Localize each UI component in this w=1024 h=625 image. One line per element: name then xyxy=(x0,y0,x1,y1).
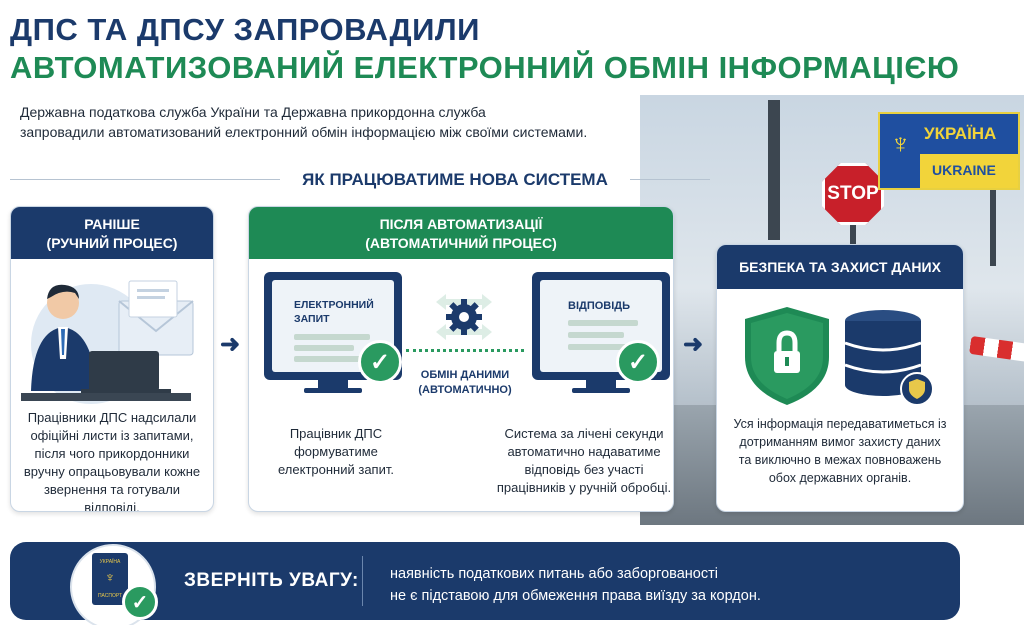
arrow-right-icon: ➜ xyxy=(683,331,704,358)
request-label: ЕЛЕКТРОННИЙ ЗАПИТ xyxy=(294,299,374,325)
after-card-header: ПІСЛЯ АВТОМАТИЗАЦІЇ (АВТОМАТИЧНИЙ ПРОЦЕС… xyxy=(249,207,673,259)
intro-text: Державна податкова служба України та Дер… xyxy=(20,104,588,140)
passport-icon: УКРАЇНА ♆ ПАСПОРТ xyxy=(92,553,128,605)
security-title: БЕЗПЕКА ТА ЗАХИСТ ДАНИХ xyxy=(739,259,941,275)
before-card: РАНІШЕ (РУЧНИЙ ПРОЦЕС) Працівники ДПС на… xyxy=(10,206,214,512)
notice-label: ЗВЕРНІТЬ УВАГУ: xyxy=(184,570,359,591)
before-text: Працівники ДПС надсилали офіційні листи … xyxy=(23,410,201,512)
notice-divider xyxy=(362,556,363,606)
request-text: Працівник ДПС формуватиме електронний за… xyxy=(278,426,394,477)
security-text: Уся інформація передаватиметься із дотри… xyxy=(733,417,947,485)
response-label: ВІДПОВІДЬ xyxy=(568,300,631,312)
notice-bar xyxy=(10,542,960,620)
after-title: ПІСЛЯ АВТОМАТИЗАЦІЇ xyxy=(379,216,543,232)
trident-icon: ♆ xyxy=(104,569,116,585)
before-subtitle: (РУЧНИЙ ПРОЦЕС) xyxy=(46,235,178,251)
page-title-line1: ДПС ТА ДПСУ ЗАПРОВАДИЛИ xyxy=(10,12,480,47)
security-card: БЕЗПЕКА ТА ЗАХИСТ ДАНИХ Уся інформація п… xyxy=(716,244,964,512)
check-icon: ✓ xyxy=(616,340,660,384)
after-subtitle: (АВТОМАТИЧНИЙ ПРОЦЕС) xyxy=(365,235,557,251)
exchange-dots xyxy=(406,349,524,352)
response-text: Система за лічені секунди автоматично на… xyxy=(496,426,672,495)
gear-icon xyxy=(436,292,492,346)
check-icon: ✓ xyxy=(358,340,402,384)
page-title-line2: АВТОМАТИЗОВАНИЙ ЕЛЕКТРОННИЙ ОБМІН ІНФОРМ… xyxy=(10,50,960,85)
database-icon xyxy=(844,310,922,396)
divider-right xyxy=(630,179,710,180)
border-sign-pole xyxy=(990,186,996,266)
arrow-right-icon: ➜ xyxy=(220,331,241,358)
checkpoint-pole xyxy=(768,100,780,240)
before-card-header: РАНІШЕ (РУЧНИЙ ПРОЦЕС) xyxy=(11,207,213,259)
stop-sign-pole xyxy=(850,222,856,262)
notice-text: наявність податкових питань або заборгов… xyxy=(390,566,761,604)
office-worker-icon xyxy=(21,280,194,404)
check-icon: ✓ xyxy=(122,584,158,620)
exchange-label: ОБМІН ДАНИМИ (АВТОМАТИЧНО) xyxy=(418,369,512,396)
ukraine-border-sign: ♆ УКРАЇНА UKRAINE xyxy=(878,112,1020,190)
divider-left xyxy=(10,179,280,180)
sign-ukraine-ua: УКРАЇНА xyxy=(924,124,997,143)
section-title: ЯК ПРАЦЮВАТИМЕ НОВА СИСТЕМА xyxy=(302,170,608,189)
before-title: РАНІШЕ xyxy=(84,216,140,232)
stop-sign: STOP xyxy=(822,163,884,225)
sign-ukraine-en: UKRAINE xyxy=(932,162,996,178)
trident-icon: ♆ xyxy=(890,128,911,159)
office-worker-illustration xyxy=(11,259,213,409)
security-card-header: БЕЗПЕКА ТА ЗАХИСТ ДАНИХ xyxy=(717,245,963,289)
shield-lock-icon xyxy=(745,307,934,406)
after-card: ПІСЛЯ АВТОМАТИЗАЦІЇ (АВТОМАТИЧНИЙ ПРОЦЕС… xyxy=(248,206,674,512)
